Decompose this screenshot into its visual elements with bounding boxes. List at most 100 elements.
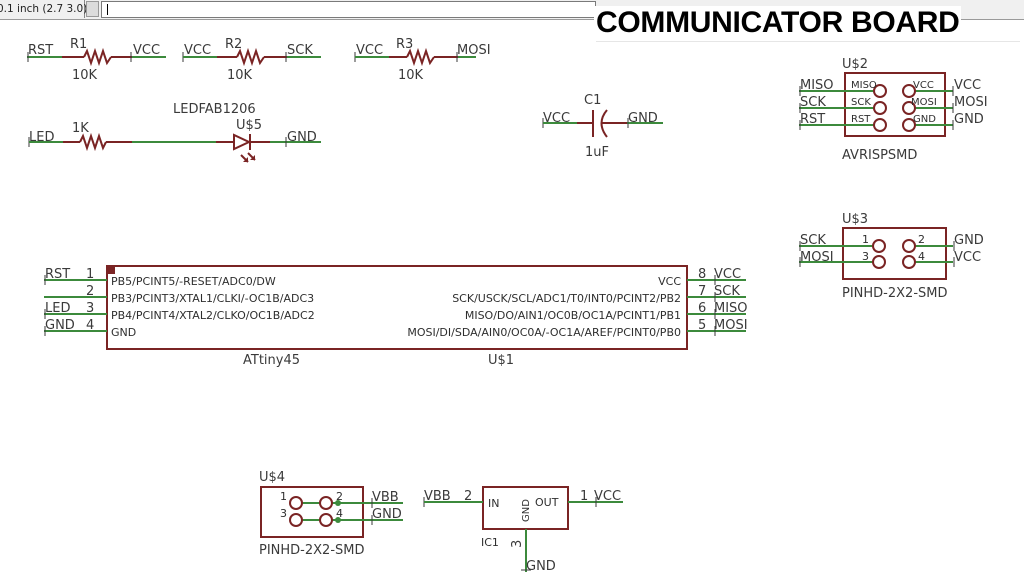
part-name: U$4 bbox=[259, 470, 285, 485]
pin-function: PB4/PCINT4/XTAL2/CLKO/OC1B/ADC2 bbox=[111, 309, 315, 322]
part-value: LEDFAB1206 bbox=[173, 102, 256, 117]
pin-label: RST bbox=[851, 114, 871, 125]
pin-number: 7 bbox=[698, 284, 706, 299]
pin-pad bbox=[902, 101, 916, 115]
pin-function: PB5/PCINT5/-RESET/ADC0/DW bbox=[111, 275, 276, 288]
led-circuit[interactable]: LED 1K LEDFAB1206 U$5 GND bbox=[28, 102, 321, 163]
part-name: U$2 bbox=[842, 57, 868, 72]
avrisp-connector-u2[interactable]: MISO SCK RST VCC MOSI GND MISO SCK RST V… bbox=[799, 57, 988, 163]
pin-pad bbox=[902, 239, 916, 253]
text-caret bbox=[107, 4, 108, 15]
net-label: RST bbox=[28, 43, 53, 58]
toolbar-button[interactable] bbox=[86, 1, 99, 17]
net-label: MOSI bbox=[800, 250, 834, 265]
net-label: MOSI bbox=[457, 43, 491, 58]
pin-label: GND bbox=[521, 499, 532, 522]
part-name: U$5 bbox=[236, 118, 262, 133]
net-label: VBB bbox=[372, 490, 399, 505]
part-name: IC1 bbox=[481, 536, 499, 549]
net-label: VCC bbox=[133, 43, 160, 58]
net-label: VCC bbox=[954, 250, 981, 265]
pin-pad bbox=[872, 255, 886, 269]
net-label: GND bbox=[287, 130, 317, 145]
part-value: 10K bbox=[398, 68, 424, 83]
net-label: GND bbox=[526, 559, 556, 574]
pin-label: MOSI bbox=[911, 97, 937, 108]
net-label: MOSI bbox=[714, 318, 748, 333]
junction-dot bbox=[335, 500, 341, 506]
pin-pad bbox=[319, 496, 333, 510]
pin-pad bbox=[873, 118, 887, 132]
part-value: 10K bbox=[72, 68, 98, 83]
pin-number: 4 bbox=[918, 250, 925, 263]
net-label: GND bbox=[954, 112, 984, 127]
resistor-r2[interactable]: VCC R2 SCK 10K bbox=[182, 37, 321, 83]
pin-function: GND bbox=[111, 326, 136, 339]
pin-pad bbox=[902, 118, 916, 132]
pin-number: 2 bbox=[918, 233, 925, 246]
pin-number: 3 bbox=[280, 507, 287, 520]
board-title: COMMUNICATOR BOARD bbox=[594, 6, 962, 40]
resistor-symbol bbox=[406, 47, 435, 67]
net-label: VCC bbox=[594, 489, 621, 504]
pin-number: 4 bbox=[86, 318, 94, 333]
resistor-r1[interactable]: RST R1 VCC 10K bbox=[27, 37, 166, 83]
part-name: C1 bbox=[584, 93, 601, 108]
pin-pad bbox=[873, 101, 887, 115]
pin-number: 3 bbox=[510, 540, 525, 548]
pin-label: OUT bbox=[535, 496, 559, 509]
pin-number: 3 bbox=[86, 301, 94, 316]
pin-function: PB3/PCINT3/XTAL1/CLKI/-OC1B/ADC3 bbox=[111, 292, 314, 305]
voltage-regulator-ic1[interactable]: VBB 2 IN OUT GND 1 VCC 3 IC1 GND bbox=[423, 486, 623, 574]
net-label: RST bbox=[45, 267, 70, 282]
pin-function: MOSI/DI/SDA/AIN0/OC0A/-OC1A/AREF/PCINT0/… bbox=[407, 326, 681, 339]
pin-number: 3 bbox=[862, 250, 869, 263]
component-outline bbox=[106, 265, 688, 350]
pin-pad bbox=[902, 84, 916, 98]
net-label: GND bbox=[628, 111, 658, 126]
component-outline bbox=[844, 72, 946, 137]
led-diode-icon bbox=[233, 133, 252, 151]
light-emission-icon bbox=[240, 152, 256, 163]
pin-header-u4[interactable]: 1 2 3 4 VBB GND U$4 PINHD-2X2-SMD bbox=[259, 470, 403, 558]
part-value: 1uF bbox=[585, 145, 609, 160]
net-label: VCC bbox=[714, 267, 741, 282]
part-value: 1K bbox=[72, 121, 89, 136]
pin-pad bbox=[873, 84, 887, 98]
command-input[interactable] bbox=[101, 1, 596, 18]
resistor-r3[interactable]: VCC R3 MOSI 10K bbox=[354, 37, 491, 83]
pin-pad bbox=[902, 255, 916, 269]
resistor-symbol bbox=[79, 132, 107, 152]
pin-pad bbox=[289, 513, 303, 527]
part-value: PINHD-2X2-SMD bbox=[259, 543, 365, 558]
pin-header-u3[interactable]: 1 2 3 4 SCK GND MOSI VCC U$3 PINHD-2X2-S… bbox=[799, 212, 984, 301]
part-name: U$3 bbox=[842, 212, 868, 227]
pin-function: SCK/USCK/SCL/ADC1/T0/INT0/PCINT2/PB2 bbox=[452, 292, 681, 305]
pin-number: 1 bbox=[280, 490, 287, 503]
pin-function: MISO/DO/AIN1/OC0B/OC1A/PCINT1/PB1 bbox=[465, 309, 681, 322]
pin-number: 4 bbox=[336, 507, 343, 520]
attiny45-u1[interactable]: RST LED GND 1 2 3 4 PB5/PCINT5/-RESET/AD… bbox=[44, 265, 748, 368]
resistor-symbol bbox=[83, 47, 112, 67]
net-label: LED bbox=[45, 301, 70, 316]
net-label: GND bbox=[45, 318, 75, 333]
junction-dot bbox=[335, 517, 341, 523]
net-label: GND bbox=[372, 507, 402, 522]
pin-label: MISO bbox=[851, 80, 877, 91]
grid-coordinate-text: 0.1 inch (2.7 3.0) bbox=[0, 3, 88, 15]
component-outline bbox=[842, 227, 947, 280]
net-label: GND bbox=[954, 233, 984, 248]
net-label: VCC bbox=[356, 43, 383, 58]
resistor-symbol bbox=[236, 47, 265, 67]
net-label: VCC bbox=[543, 111, 570, 126]
pin-number: 2 bbox=[336, 490, 343, 503]
pin1-marker bbox=[107, 266, 115, 274]
part-value: PINHD-2X2-SMD bbox=[842, 286, 948, 301]
pin-number: 1 bbox=[580, 489, 588, 504]
net-label: SCK bbox=[287, 43, 313, 58]
pin-number: 1 bbox=[862, 233, 869, 246]
pin-number: 2 bbox=[86, 284, 94, 299]
capacitor-c1[interactable]: VCC C1 GND 1uF bbox=[542, 93, 663, 160]
net-label: MOSI bbox=[954, 95, 988, 110]
